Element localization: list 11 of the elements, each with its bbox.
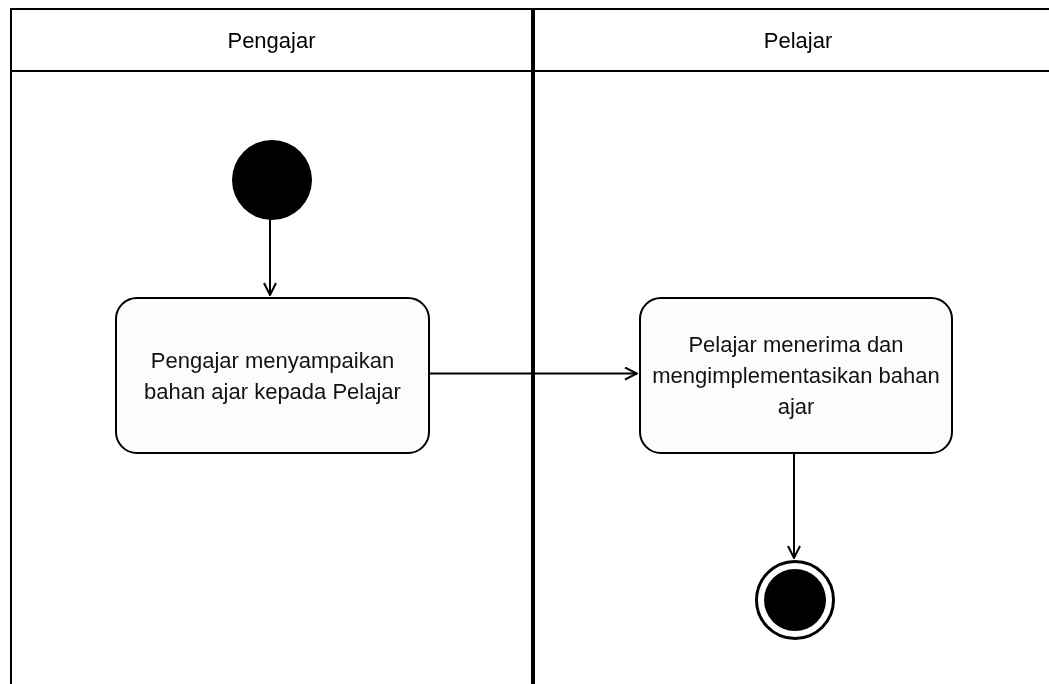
arrow [787, 451, 801, 559]
arrow [263, 217, 277, 296]
lane-header: Pelajar [535, 10, 1049, 72]
swimlane [10, 8, 533, 684]
action-text: Pelajar menerima dan mengimplementasikan bahan ajar [651, 331, 941, 421]
lane-header: Pengajar [12, 10, 531, 72]
end-node [755, 560, 835, 640]
action-text: Pengajar menyampaikan bahan ajar kepada Pelajar [143, 346, 402, 406]
start-node [232, 140, 312, 220]
swimlane [533, 8, 1049, 684]
arrow [427, 366, 638, 381]
